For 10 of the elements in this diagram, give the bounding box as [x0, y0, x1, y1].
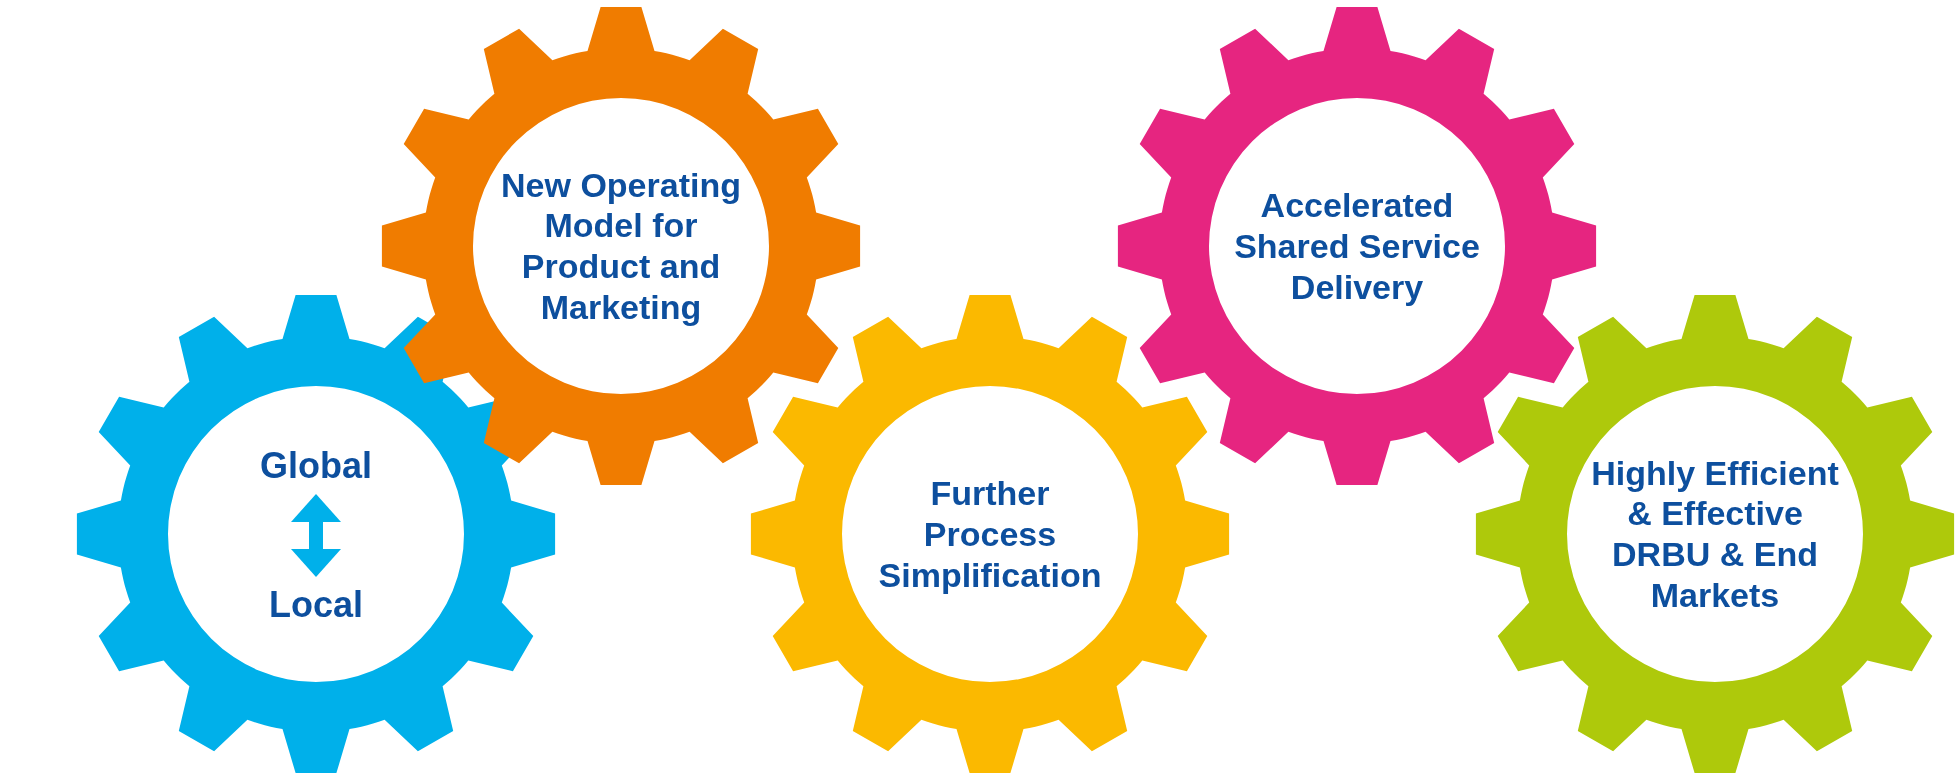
- gear-label: Further Process Simplification: [877, 473, 1103, 596]
- gear-label: Highly Efficient & Effective DRBU & End Markets: [1590, 452, 1840, 616]
- double-arrow: [291, 494, 341, 577]
- gear-label: Local: [269, 584, 364, 626]
- gear-shape: [381, 6, 861, 486]
- gear-label: Accelerated Shared Service Delivery: [1233, 185, 1481, 308]
- gear-shape: [1475, 294, 1955, 774]
- gear-label: New Operating Model for Product and Marketing: [500, 164, 742, 328]
- gear-shape: [750, 294, 1230, 774]
- gear-label: Global: [260, 445, 372, 487]
